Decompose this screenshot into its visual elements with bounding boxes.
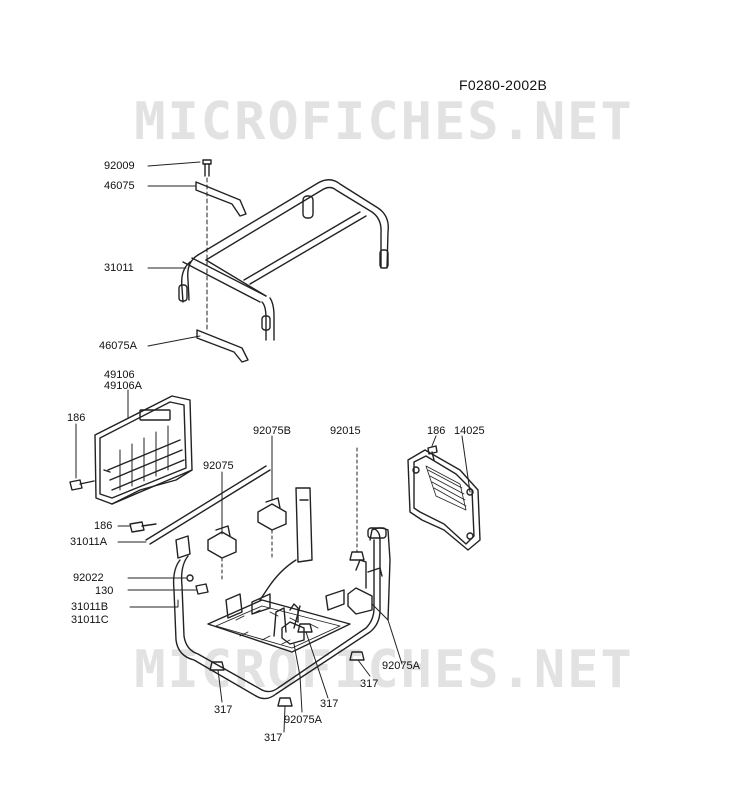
part-label-92075B: 92075B [253,425,291,437]
part-label-49106A: 49106A [104,380,142,392]
part-label-31011B: 31011B [71,601,109,613]
screw-186-mid [129,521,157,533]
panel-49106 [94,395,193,505]
mount-92075A-bottom [281,603,305,645]
lower-frame [172,487,391,700]
mount-92075A-right [347,559,383,615]
rod-31011A [145,465,271,545]
part-label-186-left: 186 [67,412,86,424]
screw-186-left [69,479,95,491]
nut-317-mid [297,623,313,633]
diagram-code: F0280-2002B [459,77,548,93]
part-label-317-bottom: 317 [264,732,283,744]
part-label-92075: 92075 [203,460,234,472]
screw-186-right [427,445,438,461]
nut-317-right [349,651,365,661]
part-label-92015: 92015 [330,425,361,437]
panel-14025 [407,449,481,551]
part-label-46075: 46075 [104,180,135,192]
nut-317-left [209,661,225,671]
part-label-31011A: 31011A [70,536,108,548]
part-label-46075A: 46075A [99,340,137,352]
bolt-130 [195,583,209,595]
part-label-186-mid: 186 [94,520,113,532]
nut-92015 [349,551,365,561]
part-label-130: 130 [95,585,114,597]
part-label-49106: 49106 [104,369,135,381]
part-label-92075A-bottom: 92075A [284,714,322,726]
part-label-31011C: 31011C [71,614,109,626]
part-label-317-right: 317 [360,678,379,690]
leader-lines [75,161,471,733]
part-label-317-mid: 317 [320,698,339,710]
watermark-top: MICROFICHES.NET [134,92,634,152]
part-label-186-right: 186 [427,425,446,437]
part-label-92022: 92022 [73,572,104,584]
part-label-14025: 14025 [454,425,485,437]
mount-92075B [257,497,287,561]
part-label-92009: 92009 [104,160,135,172]
part-label-31011: 31011 [104,262,134,274]
nut-317-bottom [277,697,293,707]
part-label-92075A-right: 92075A [382,660,420,672]
upper-frame-31011 [178,159,389,363]
part-label-317-left: 317 [214,704,233,716]
washer-92022 [186,574,194,582]
